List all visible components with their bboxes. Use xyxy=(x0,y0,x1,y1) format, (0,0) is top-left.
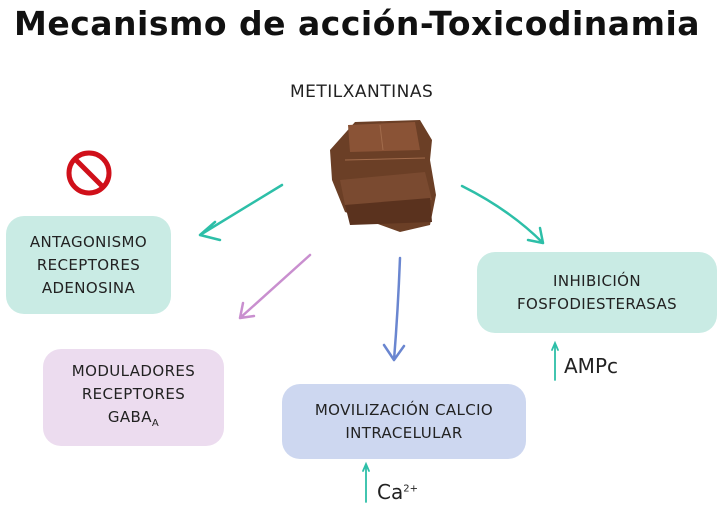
chocolate-image xyxy=(330,120,436,232)
up-arrow-ca xyxy=(362,461,370,503)
node-antagonismo: ANTAGONISMO RECEPTORES ADENOSINA xyxy=(6,216,171,314)
node-line: GABA xyxy=(107,408,152,426)
calcium-label: Ca2+ xyxy=(377,480,418,504)
center-label: METILXANTINAS xyxy=(290,82,434,102)
arrow-teal-left xyxy=(198,183,284,242)
calcium-charge: 2+ xyxy=(403,483,418,495)
node-line: ADENOSINA xyxy=(41,278,136,297)
calcium-text: Ca xyxy=(377,480,404,504)
node-line: MODULADORES xyxy=(71,362,196,380)
prohibited-icon xyxy=(66,150,112,196)
node-line: MOVILIZACIÓN CALCIO xyxy=(314,400,494,419)
node-line: INTRACELULAR xyxy=(345,423,463,442)
node-line: RECEPTORES xyxy=(81,385,186,403)
node-line: FOSFODIESTERASAS xyxy=(516,294,678,313)
node-line: INHIBICIÓN xyxy=(553,271,641,290)
node-line: ANTAGONISMO xyxy=(29,232,148,251)
arrow-purple xyxy=(238,253,312,320)
arrow-blue xyxy=(382,256,406,362)
ampc-label: AMPc xyxy=(564,354,618,378)
up-arrow-ampc xyxy=(551,340,559,381)
node-line: RECEPTORES xyxy=(36,255,141,274)
slide-title: Mecanismo de acción-Toxicodinamia xyxy=(14,4,701,43)
node-inhibicion: INHIBICIÓN FOSFODIESTERASAS xyxy=(477,252,717,333)
node-movilizacion: MOVILIZACIÓN CALCIO INTRACELULAR xyxy=(282,384,526,459)
node-moduladores: MODULADORES RECEPTORES GABAA xyxy=(43,349,224,446)
subscript: A xyxy=(151,418,160,429)
arrow-teal-right xyxy=(460,184,545,245)
